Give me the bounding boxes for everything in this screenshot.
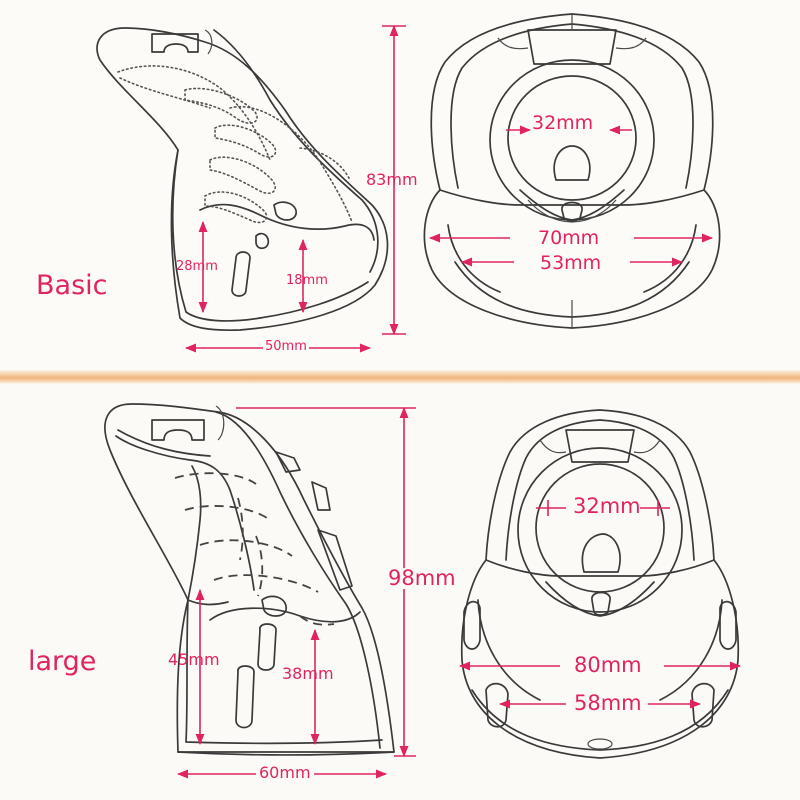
basic-inner-width-label: 53mm	[540, 252, 602, 274]
panel-divider	[0, 370, 800, 384]
large-inner-width-label: 58mm	[574, 691, 642, 715]
basic-dimension-lines	[184, 24, 714, 353]
large-front-opening-label: 45mm	[168, 650, 220, 669]
basic-front-opening-label: 28mm	[176, 259, 218, 274]
basic-ring-label: 32mm	[532, 112, 594, 134]
large-height-label: 98mm	[386, 566, 458, 590]
large-side-view	[104, 403, 395, 756]
basic-inner-opening-label: 18mm	[286, 273, 328, 288]
basic-size-panel	[0, 0, 800, 372]
large-ring-label: 32mm	[573, 494, 641, 518]
large-length-label: 60mm	[256, 765, 314, 781]
large-inner-opening-label: 38mm	[282, 664, 334, 683]
large-front-view	[460, 409, 740, 759]
basic-height-label: 83mm	[366, 170, 418, 189]
large-size-label: large	[28, 646, 97, 677]
basic-outer-width-label: 70mm	[538, 227, 600, 249]
basic-front-view	[423, 13, 721, 329]
basic-size-label: Basic	[36, 270, 108, 301]
basic-side-view	[96, 27, 389, 332]
basic-length-label: 50mm	[263, 339, 309, 354]
large-outer-width-label: 80mm	[574, 653, 642, 677]
